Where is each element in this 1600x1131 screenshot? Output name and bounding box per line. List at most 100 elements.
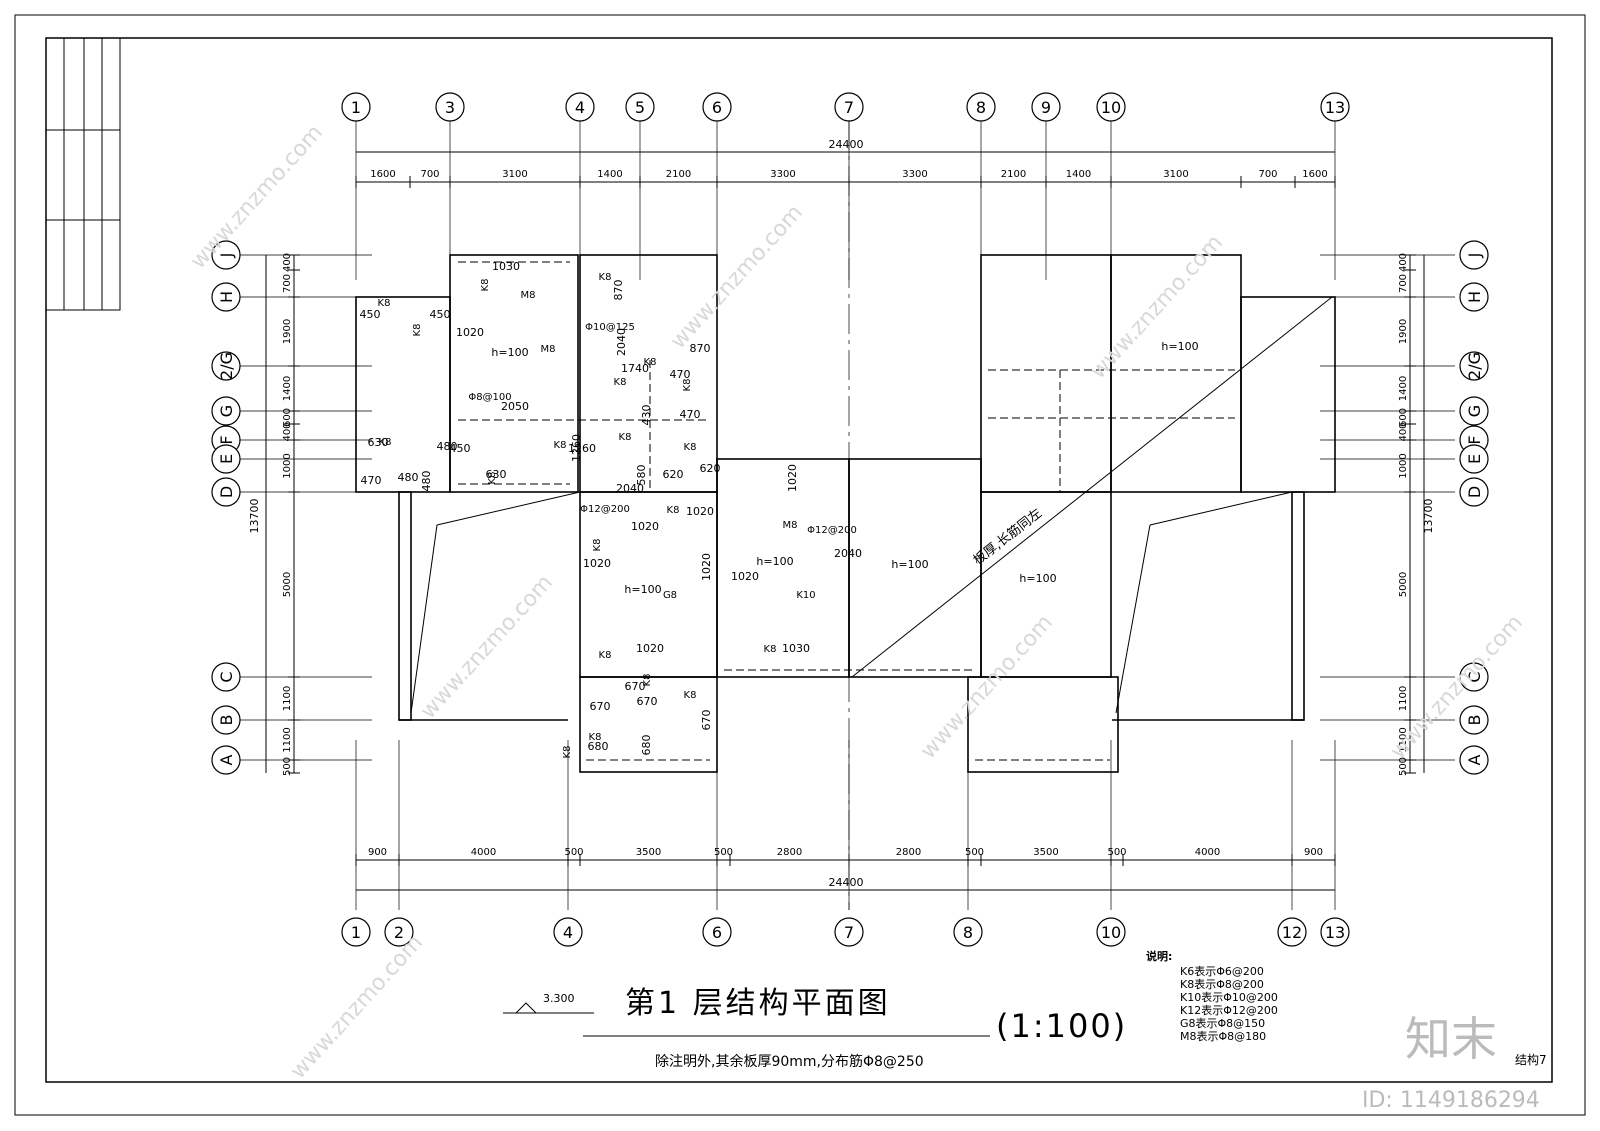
inner-border [45,37,1553,1083]
axis-bubble: 13 [1320,92,1350,122]
axis-circle [1459,477,1489,507]
dim-text: 1900 [1398,319,1409,344]
rebar-code: K8 [599,650,612,661]
axis-circle [1459,351,1489,381]
title-block [45,37,121,311]
dim-text: 700 [420,169,439,180]
rebar-length: 630 [368,436,389,449]
rebar-length: 2040 [616,482,644,495]
dim-text: 5000 [282,572,293,597]
axis-bubble: G [1459,396,1489,426]
rebar-length: 470 [670,368,691,381]
axis-bubble: 5 [625,92,655,122]
axis-bubble: 13 [1320,917,1350,947]
slab-note-h100: h=100 [1019,572,1056,585]
axis-label: A [1465,754,1484,765]
axis-circle [1459,444,1489,474]
axis-circle [1320,917,1350,947]
legend-item: G8表示Φ8@150 [1180,1016,1265,1030]
dim-text: 2800 [777,847,802,858]
rebar-length: 450 [360,308,381,321]
drawing-scale: (1:100) [996,1007,1127,1045]
axis-circle [834,917,864,947]
axis-circle [1459,282,1489,312]
axis-circle [1320,92,1350,122]
axis-bubble: 2/G [211,351,241,381]
rebar-length: 670 [637,695,658,708]
axis-label: E [217,454,236,464]
dim-text: 1000 [282,453,293,478]
rebar-length: 1030 [492,260,520,273]
drawing-title: 第1 层结构平面图 [625,986,891,1021]
dim-right-total: 13700 [1422,499,1435,534]
axis-label: G [217,405,236,417]
axis-label: 9 [1041,98,1051,117]
legend: 说明: K6表示Φ6@200K8表示Φ8@200K10表示Φ10@200K12表… [1146,949,1278,1043]
axis-circle [211,705,241,735]
slab-note-h100: h=100 [1161,340,1198,353]
slab-note-h100: h=100 [891,558,928,571]
axis-bubble: 4 [565,92,595,122]
axis-label: F [217,435,236,444]
rebar-code: M8 [541,344,556,355]
rebar-length: 620 [700,462,721,475]
axis-bubble: 6 [702,92,732,122]
rebar-code: K8 [589,732,602,743]
axis-bubble: J [1459,240,1489,270]
axis-circle [1459,705,1489,735]
rebar-length: 870 [612,280,625,301]
axis-label: 6 [712,98,722,117]
rebar-code: K8 [642,674,653,687]
axis-circle [565,92,595,122]
rebar-code: K8 [379,437,392,448]
axis-bubble: H [1459,282,1489,312]
rebar-length: 620 [663,468,684,481]
axis-label: 4 [575,98,585,117]
rebar-length: 1020 [631,520,659,533]
dim-text: 1900 [282,319,293,344]
dim-text: 1100 [282,727,293,752]
axis-label: 10 [1101,98,1121,117]
rebar-code: K8 [667,505,680,516]
axis-bubble: A [1459,745,1489,775]
axis-bubble: 8 [953,917,983,947]
rebar-code: K10 [796,590,815,601]
dim-text: 900 [1304,847,1323,858]
rebar-length: 670 [625,680,646,693]
axis-bubble: C [211,662,241,692]
rebar-length: 670 [590,700,611,713]
axis-circle [702,917,732,947]
dim-text: 400 [1398,422,1409,441]
legend-item: K6表示Φ6@200 [1180,964,1264,978]
axis-label: 2/G [1465,352,1484,380]
axis-bubble: C [1459,662,1489,692]
watermark-site: www.znzmo.com [666,200,808,354]
rebar-code: K8 [682,379,693,392]
axis-circle [1031,92,1061,122]
dim-text: 1000 [1398,453,1409,478]
rebar-length: 430 [640,405,653,426]
dim-left-total: 13700 [248,499,261,534]
rebar-length: 2040 [615,328,628,356]
walls [355,254,1336,773]
axis-label: F [1465,435,1484,444]
legend-item: K12表示Φ12@200 [1180,1003,1278,1017]
axis-circle [1459,396,1489,426]
dim-text: 500 [965,847,984,858]
rebar-length: 1740 [621,362,649,375]
rebar-code: K8 [487,472,498,485]
axis-circle [211,745,241,775]
dim-text: 3100 [1163,169,1188,180]
axis-bubble: 6 [702,917,732,947]
rebar-length: 1020 [700,553,713,581]
axis-bubble: 8 [966,92,996,122]
rebar-length: 1020 [731,570,759,583]
rebar-code: K8 [764,644,777,655]
dim-text: 2800 [896,847,921,858]
watermark-site: www.znzmo.com [186,120,328,274]
rebar-length: 1020 [636,642,664,655]
axis-bubble: H [211,282,241,312]
